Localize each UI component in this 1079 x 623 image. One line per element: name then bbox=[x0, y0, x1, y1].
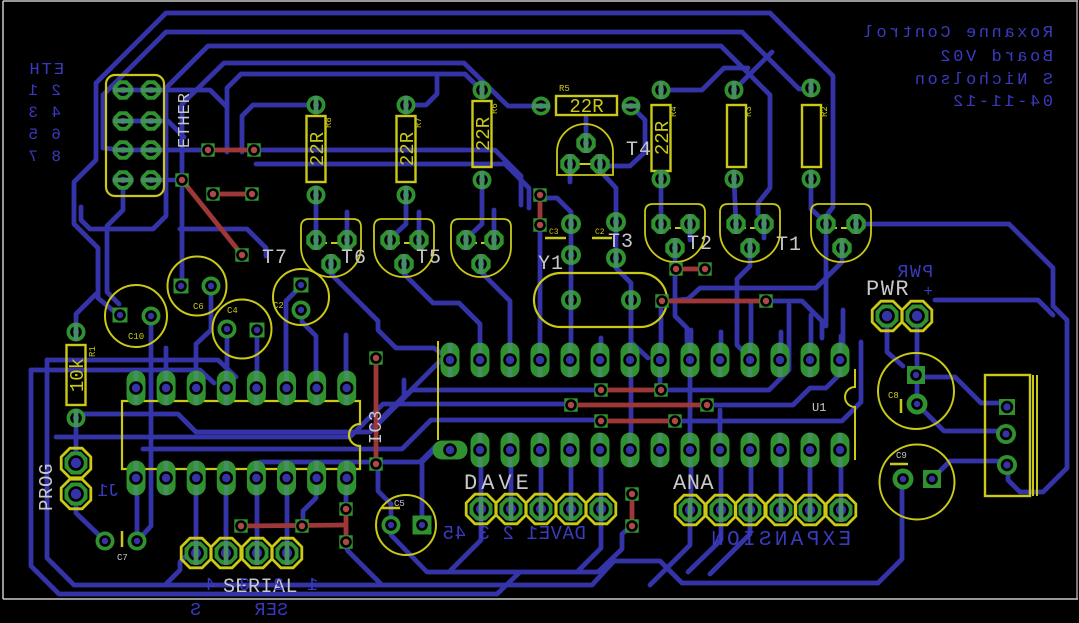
svg-text:C3: C3 bbox=[549, 228, 559, 237]
svg-text:Y1: Y1 bbox=[538, 253, 564, 276]
svg-text:T2: T2 bbox=[687, 233, 713, 256]
svg-text:T4: T4 bbox=[626, 139, 652, 162]
svg-text:SERIAL: SERIAL bbox=[223, 576, 298, 599]
svg-text:S Nicholson: S Nicholson bbox=[912, 71, 1053, 90]
svg-text:C7: C7 bbox=[117, 553, 128, 563]
svg-text:EXPANSION: EXPANSION bbox=[708, 529, 851, 552]
svg-text:C4: C4 bbox=[227, 306, 238, 316]
svg-text:J1: J1 bbox=[97, 482, 119, 502]
svg-text:3: 3 bbox=[28, 104, 38, 122]
svg-text:Board V02: Board V02 bbox=[938, 48, 1053, 67]
svg-text:C6: C6 bbox=[193, 302, 204, 312]
svg-text:ETHER: ETHER bbox=[176, 92, 195, 148]
svg-text:+: + bbox=[923, 283, 933, 301]
svg-text:22R: 22R bbox=[473, 117, 495, 151]
svg-text:R4: R4 bbox=[669, 106, 679, 117]
svg-text:22R: 22R bbox=[569, 96, 603, 118]
svg-text:SER: SER bbox=[254, 601, 288, 621]
svg-text:4: 4 bbox=[51, 104, 61, 122]
svg-text:R3: R3 bbox=[744, 106, 754, 117]
svg-text:T6: T6 bbox=[341, 247, 367, 270]
svg-text:22R: 22R bbox=[307, 132, 329, 166]
svg-text:04-11-12: 04-11-12 bbox=[951, 93, 1053, 112]
svg-text:C2: C2 bbox=[595, 228, 605, 237]
svg-text:R6: R6 bbox=[490, 103, 500, 114]
svg-text:10k: 10k bbox=[67, 358, 89, 392]
svg-text:2: 2 bbox=[51, 82, 61, 100]
svg-text:4: 4 bbox=[205, 576, 216, 596]
svg-text:IC3: IC3 bbox=[367, 410, 387, 444]
svg-text:22R: 22R bbox=[397, 132, 419, 166]
svg-text:ANA: ANA bbox=[673, 471, 714, 496]
svg-text:T1: T1 bbox=[776, 234, 802, 257]
svg-text:22R: 22R bbox=[652, 121, 674, 155]
svg-text:PWR: PWR bbox=[866, 277, 910, 302]
svg-text:DAVE1 2 3 45: DAVE1 2 3 45 bbox=[442, 523, 586, 545]
svg-text:R5: R5 bbox=[559, 84, 570, 94]
svg-text:ETH: ETH bbox=[27, 61, 64, 80]
svg-text:T7: T7 bbox=[262, 247, 288, 270]
svg-text:8: 8 bbox=[51, 148, 61, 166]
svg-text:7: 7 bbox=[28, 148, 38, 166]
svg-text:6: 6 bbox=[51, 126, 61, 144]
svg-text:U1: U1 bbox=[812, 401, 826, 415]
svg-text:3: 3 bbox=[239, 576, 250, 596]
svg-text:C8: C8 bbox=[888, 391, 899, 401]
svg-text:T5: T5 bbox=[416, 247, 442, 270]
svg-text:PWR: PWR bbox=[896, 263, 933, 283]
svg-text:C10: C10 bbox=[128, 332, 144, 342]
svg-text:S: S bbox=[190, 601, 201, 621]
svg-text:1: 1 bbox=[28, 82, 38, 100]
svg-text:DAVE: DAVE bbox=[464, 471, 533, 496]
svg-text:R7: R7 bbox=[414, 117, 424, 128]
svg-text:T3: T3 bbox=[608, 231, 634, 254]
svg-text:C9: C9 bbox=[896, 451, 907, 461]
svg-text:PROG: PROG bbox=[36, 463, 58, 511]
svg-text:1: 1 bbox=[307, 576, 318, 596]
svg-text:2: 2 bbox=[273, 576, 284, 596]
svg-text:C5: C5 bbox=[394, 499, 405, 509]
svg-text:R2: R2 bbox=[820, 106, 830, 117]
svg-text:Roxanne Control: Roxanne Control bbox=[861, 24, 1053, 43]
svg-text:5: 5 bbox=[28, 126, 38, 144]
svg-text:C2: C2 bbox=[273, 301, 284, 311]
svg-text:R1: R1 bbox=[88, 346, 98, 357]
svg-text:R8: R8 bbox=[324, 117, 334, 128]
